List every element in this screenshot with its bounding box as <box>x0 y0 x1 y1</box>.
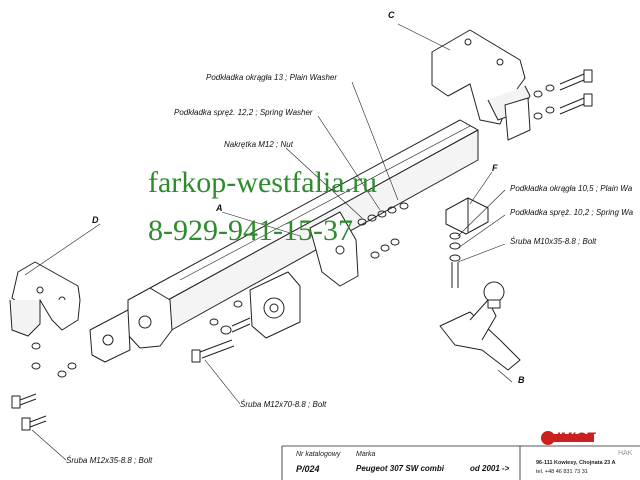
part-letter-b: B <box>518 375 525 385</box>
company-phone: tel. +48 46 831 73 31 <box>536 469 588 475</box>
label-bolt-m12x35: Śruba M12x35-8.8 ; Bolt <box>66 456 153 465</box>
tow-ball-b <box>439 281 521 371</box>
year-value: od 2001 -> <box>470 464 510 473</box>
bracket-d <box>9 261 81 337</box>
logo-text: IMIOT <box>556 429 595 445</box>
label-bolt-m10x35: Śruba M10x35-8.8 ; Bolt <box>510 237 597 246</box>
socket-plate <box>249 211 359 339</box>
brand-label: Marka <box>356 451 376 458</box>
watermark-phone: 8-929-941-15-37 <box>148 214 353 247</box>
company-address: 96-111 Kowiesy, Chojnata 23 A <box>536 460 616 466</box>
bracket-c <box>431 29 531 141</box>
logo-subtext: HAK <box>618 450 633 457</box>
catalog-number-value: P/024 <box>296 464 320 474</box>
part-letter-f: F <box>492 163 498 173</box>
footer-frame <box>281 445 640 480</box>
label-plain-washer-13: Podkładka okrągła 13 ; Plain Washer <box>206 73 338 82</box>
part-letter-d: D <box>92 215 99 225</box>
label-bolt-m12x70: Śruba M12x70-8.8 ; Bolt <box>240 400 327 409</box>
leader-lines <box>24 23 513 461</box>
label-plain-washer-10: Podkładka okrągła 10,5 ; Plain Wa <box>510 184 633 193</box>
label-spring-washer-10: Podkładka spręż. 10,2 ; Spring Wa <box>510 208 634 217</box>
part-letter-c: C <box>388 10 395 20</box>
hardware-stack-right <box>357 84 555 259</box>
catalog-number-label: Nr katalogowy <box>296 451 341 458</box>
imiot-logo-mark <box>541 431 594 445</box>
end-plate-left <box>89 287 173 363</box>
label-nut-m12: Nakrętka M12 ; Nut <box>224 140 293 149</box>
label-spring-washer-12: Podkładka spręż. 12,2 ; Spring Washer <box>174 108 313 117</box>
bracket-f <box>445 197 489 235</box>
watermark-website: farkop-westfalia.ru <box>148 166 378 199</box>
part-letter-a: A <box>216 203 223 213</box>
bolts <box>11 69 593 431</box>
brand-value: Peugeot 307 SW combi <box>356 464 445 473</box>
